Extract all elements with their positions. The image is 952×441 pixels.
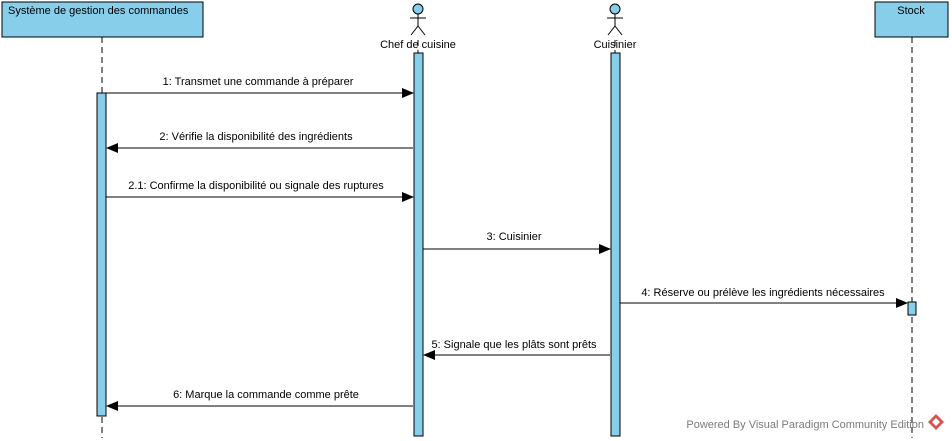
actor-chef-icon[interactable] — [410, 3, 426, 36]
visual-paradigm-logo-icon — [928, 414, 944, 430]
activation-system — [96, 92, 107, 417]
message-2-label: 2: Vérifie la disponibilité des ingrédie… — [159, 131, 353, 143]
participant-system[interactable]: Système de gestion des commandes — [1, 1, 204, 38]
message-2[interactable]: 2: Vérifie la disponibilité des ingrédie… — [106, 131, 413, 153]
message-4[interactable]: 4: Réserve ou prélève les ingrédients né… — [620, 287, 908, 308]
message-2-1-label: 2.1: Confirme la disponibilité ou signal… — [128, 180, 384, 192]
message-6-label: 6: Marque la commande comme prête — [173, 389, 359, 401]
activation-cook — [610, 52, 621, 437]
actor-cook-label: Cuisinier — [594, 39, 637, 51]
participant-stock-label: Stock — [897, 5, 925, 17]
activation-chef — [413, 52, 424, 437]
message-5[interactable]: 5: Signale que les plâts sont prêts — [423, 339, 610, 360]
message-1[interactable]: 1: Transmet une commande à préparer — [106, 76, 414, 98]
message-2-1[interactable]: 2.1: Confirme la disponibilité ou signal… — [106, 180, 414, 202]
footer-powered-by: Powered By Visual Paradigm Community Edi… — [686, 419, 924, 431]
participant-system-label: Système de gestion des commandes — [8, 5, 189, 17]
message-6[interactable]: 6: Marque la commande comme prête — [106, 389, 413, 411]
actor-cook-icon[interactable] — [607, 3, 623, 36]
activation-stock — [907, 301, 917, 316]
message-3-label: 3: Cuisinier — [486, 231, 541, 243]
message-3[interactable]: 3: Cuisinier — [423, 231, 611, 254]
participant-stock[interactable]: Stock — [874, 1, 949, 38]
message-5-label: 5: Signale que les plâts sont prêts — [431, 339, 597, 351]
message-1-label: 1: Transmet une commande à préparer — [163, 76, 354, 88]
actor-chef-label: Chef de cuisine — [380, 39, 456, 51]
message-4-label: 4: Réserve ou prélève les ingrédients né… — [641, 287, 885, 299]
